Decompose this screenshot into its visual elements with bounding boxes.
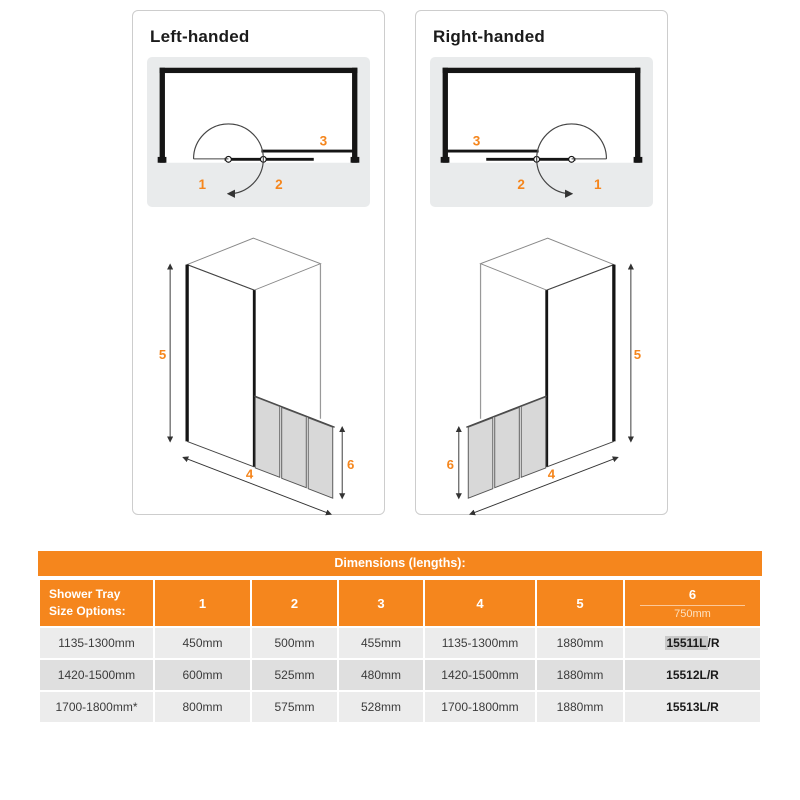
product-code-cell: 15512L/R xyxy=(625,660,760,690)
right-iso-label-5: 5 xyxy=(633,348,640,363)
tray-size-cell: 1135-1300mm xyxy=(40,628,153,658)
dim5-cell: 1880mm xyxy=(537,628,623,658)
right-plan-drawing: 3 2 1 xyxy=(440,67,643,198)
dim1-cell: 800mm xyxy=(155,692,250,722)
left-iso-dimensions xyxy=(166,263,345,516)
left-iso-label-6: 6 xyxy=(347,457,354,472)
left-handed-panel: Left-handed xyxy=(132,10,385,516)
dim3-cell: 528mm xyxy=(339,692,423,722)
left-plan-walls xyxy=(157,67,360,163)
dimensions-table-title: Dimensions (lengths): xyxy=(38,551,762,576)
left-iso-structure xyxy=(184,238,335,500)
right-plan-label-2: 2 xyxy=(517,177,525,192)
dimensions-table: Shower Tray Size Options: 1 2 3 4 5 6 75… xyxy=(38,578,762,724)
dim2-cell: 525mm xyxy=(252,660,337,690)
diagram-panels: Left-handed xyxy=(132,10,668,516)
right-iso-view: 6 4 5 xyxy=(416,219,667,522)
dim4-cell: 1700-1800mm xyxy=(425,692,535,722)
right-plan-mirrored-shapes xyxy=(440,67,643,198)
dim4-cell: 1420-1500mm xyxy=(425,660,535,690)
col-header-6-subtext: 750mm xyxy=(639,604,746,620)
corner-header-line1: Shower Tray xyxy=(49,587,121,602)
left-plan-door-swing xyxy=(192,123,264,198)
dim2-cell: 500mm xyxy=(252,628,337,658)
right-iso-label-6: 6 xyxy=(446,457,453,472)
right-plan-view: 3 2 1 xyxy=(430,57,653,208)
left-plan-label-1: 1 xyxy=(198,177,206,192)
left-handed-title: Left-handed xyxy=(150,27,250,46)
table-row-3: 1700-1800mm* 800mm 575mm 528mm 1700-1800… xyxy=(40,692,760,722)
product-code-cell: 15511L/R xyxy=(625,628,760,658)
left-plan-view: 1 2 3 xyxy=(147,57,370,208)
dim3-cell: 480mm xyxy=(339,660,423,690)
table-row-2: 1420-1500mm 600mm 525mm 480mm 1420-1500m… xyxy=(40,660,760,690)
right-plan-label-1: 1 xyxy=(594,177,602,192)
right-iso-label-4: 4 xyxy=(547,467,555,482)
dim3-cell: 455mm xyxy=(339,628,423,658)
col-header-2: 2 xyxy=(252,580,337,626)
product-code-highlight: 15511L xyxy=(665,636,708,650)
left-iso-view: 5 4 6 xyxy=(133,219,384,522)
col-header-6-number: 6 xyxy=(688,586,697,602)
table-row-1: 1135-1300mm 450mm 500mm 455mm 1135-1300m… xyxy=(40,628,760,658)
left-plan-drawing: 1 2 3 xyxy=(157,67,360,198)
product-code-cell: 15513L/R xyxy=(625,692,760,722)
right-handed-title: Right-handed xyxy=(433,27,545,46)
tray-size-cell: 1420-1500mm xyxy=(40,660,153,690)
corner-header-line2: Size Options: xyxy=(49,604,126,618)
left-plan-label-2: 2 xyxy=(275,177,283,192)
dim4-cell: 1135-1300mm xyxy=(425,628,535,658)
dim1-cell: 600mm xyxy=(155,660,250,690)
dim5-cell: 1880mm xyxy=(537,660,623,690)
left-iso-label-4: 4 xyxy=(245,467,253,482)
col-header-4: 4 xyxy=(425,580,535,626)
right-handed-panel: Right-handed xyxy=(415,10,668,516)
right-iso-mirrored-shapes xyxy=(455,238,634,516)
col-header-1: 1 xyxy=(155,580,250,626)
right-plan-label-3: 3 xyxy=(473,133,481,148)
tray-size-cell: 1700-1800mm* xyxy=(40,692,153,722)
dimensions-header-row: Shower Tray Size Options: 1 2 3 4 5 6 75… xyxy=(40,580,760,626)
right-iso-drawing: 6 4 5 xyxy=(446,238,641,516)
dimensions-section: Dimensions (lengths): Shower Tray Size O… xyxy=(38,551,762,724)
dim5-cell: 1880mm xyxy=(537,692,623,722)
corner-header: Shower Tray Size Options: xyxy=(40,580,153,626)
product-code-suffix: /R xyxy=(707,636,720,650)
left-iso-label-5: 5 xyxy=(158,348,165,363)
col-header-6: 6 750mm xyxy=(625,580,760,626)
col-header-5: 5 xyxy=(537,580,623,626)
col-header-3: 3 xyxy=(339,580,423,626)
dim1-cell: 450mm xyxy=(155,628,250,658)
left-plan-label-3: 3 xyxy=(320,133,328,148)
left-iso-drawing: 5 4 6 xyxy=(158,238,354,516)
dim2-cell: 575mm xyxy=(252,692,337,722)
